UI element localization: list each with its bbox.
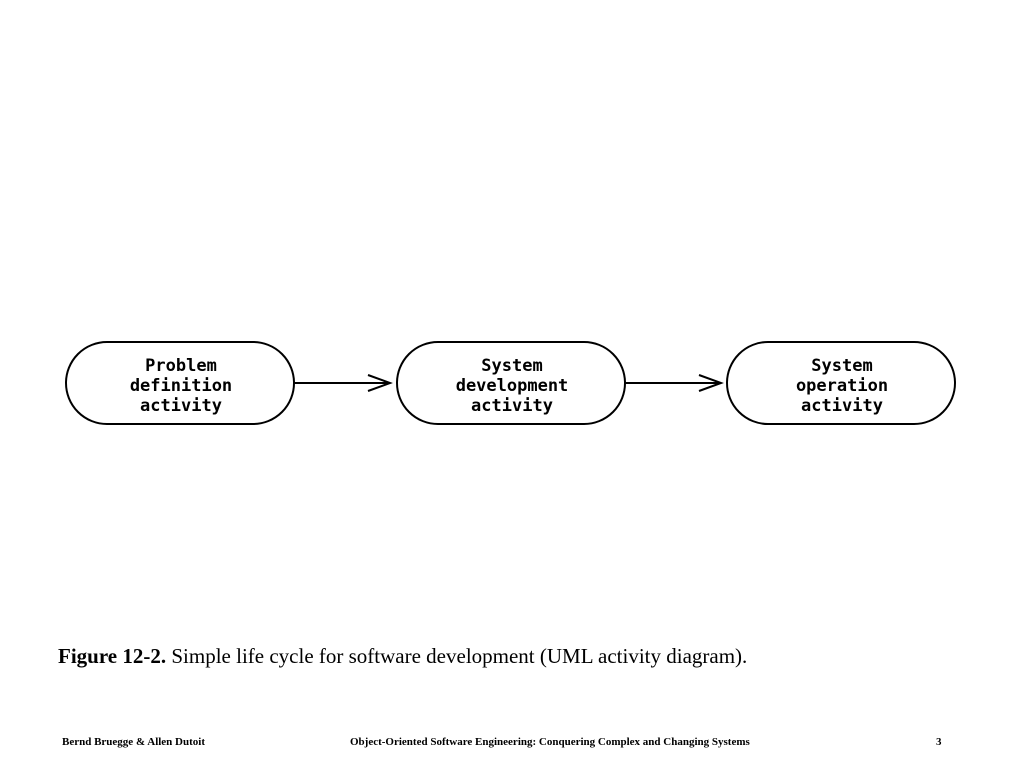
activity-label-line: activity	[471, 396, 553, 416]
activity-label-line: System	[481, 356, 542, 376]
arrowhead	[698, 374, 724, 392]
activity-node-system-development: System development activity	[396, 341, 626, 425]
activity-label-line: activity	[140, 396, 222, 416]
transition-arrow	[294, 374, 393, 392]
footer-authors: Bernd Bruegge & Allen Dutoit	[62, 736, 205, 748]
activity-label-line: Problem	[145, 356, 217, 376]
figure-number: Figure 12-2.	[58, 644, 167, 668]
activity-label-line: definition	[130, 376, 232, 396]
figure-caption-text: Simple life cycle for software developme…	[166, 644, 748, 668]
arrowhead	[367, 374, 393, 392]
activity-node-shape	[726, 341, 956, 425]
activity-label-line: activity	[801, 396, 883, 416]
activity-label-line: development	[456, 376, 569, 396]
activity-label-line: operation	[796, 376, 888, 396]
activity-node-problem-definition: Problem definition activity	[65, 341, 295, 425]
activity-node-system-operation: System operation activity	[726, 341, 956, 425]
activity-label-line: System	[811, 356, 872, 376]
figure-caption: Figure 12-2. Simple life cycle for softw…	[58, 644, 747, 669]
footer-page-number: 3	[936, 736, 942, 748]
transition-arrow	[625, 374, 724, 392]
footer-book-title: Object-Oriented Software Engineering: Co…	[350, 736, 750, 748]
